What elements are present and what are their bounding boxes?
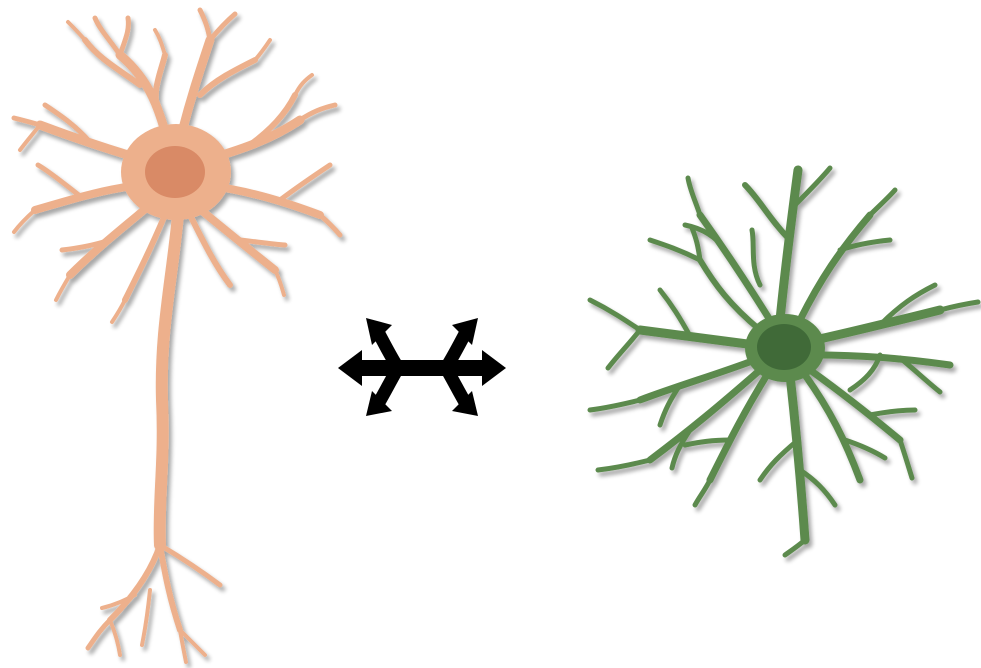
glial-nucleus [757, 324, 811, 370]
glial-cell [590, 168, 978, 555]
neuron [14, 10, 340, 662]
neuron-nucleus [145, 146, 205, 198]
neuron-axon [160, 215, 178, 545]
neuron-axon-terminals [88, 545, 220, 662]
bidirectional-branching-arrow-icon [338, 318, 506, 416]
